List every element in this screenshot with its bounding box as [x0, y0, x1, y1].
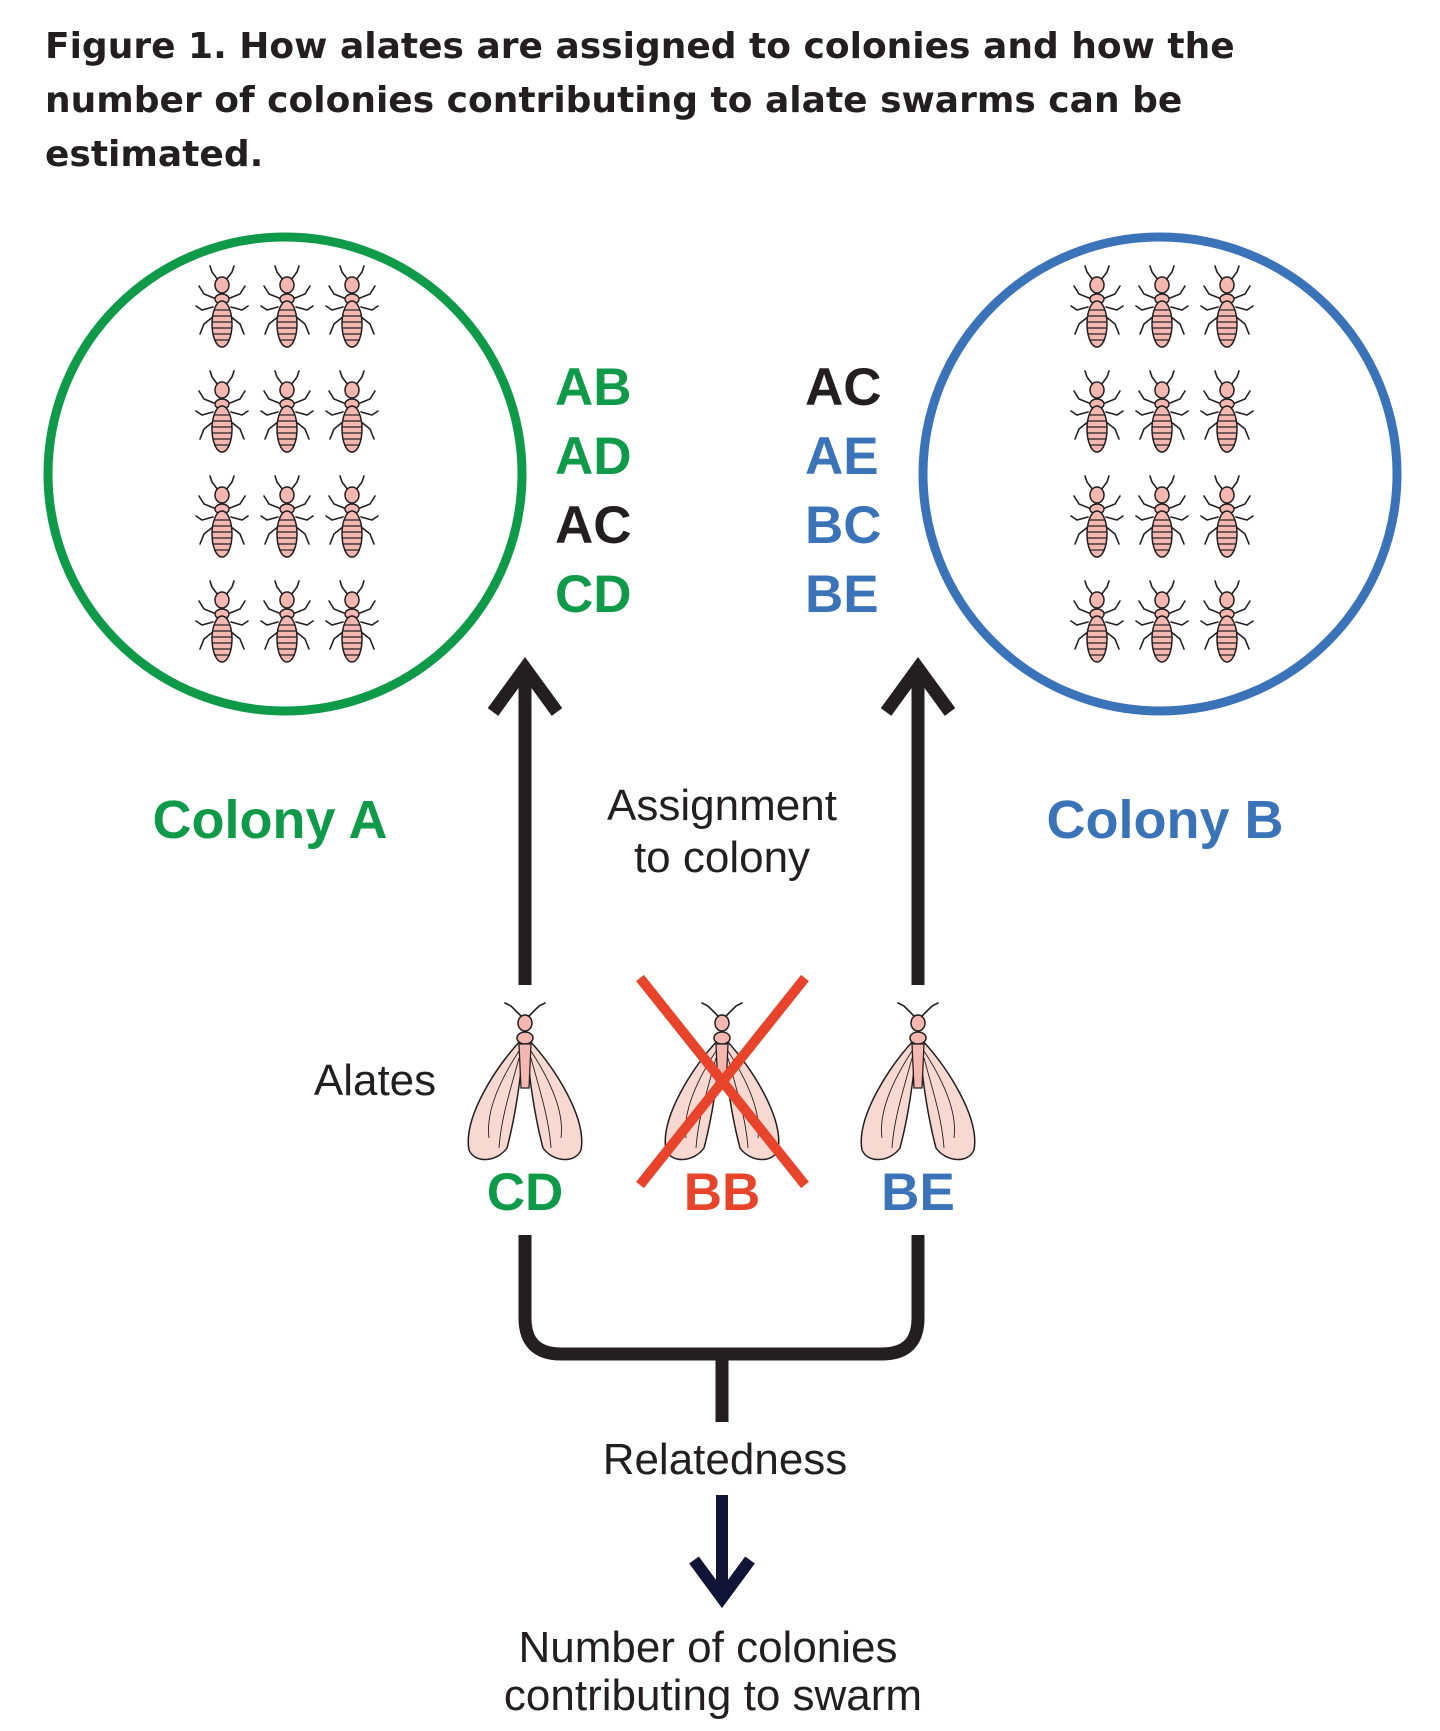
worker-termite-icon [1135, 265, 1189, 348]
colony-a-genotype: AD [555, 427, 632, 486]
cross-mark-icon [636, 974, 809, 1189]
worker-termite-icon [325, 580, 379, 663]
worker-termite-icon [1200, 475, 1254, 558]
arrow-up-icon [487, 656, 563, 985]
worker-termite-icon [1200, 370, 1254, 453]
colony-b-genotype: BE [805, 565, 879, 624]
colony-b-genotype: AE [805, 427, 879, 486]
colony-b-genotype: BC [805, 496, 882, 555]
worker-termite-icon [260, 370, 314, 453]
worker-termite-icon [195, 475, 249, 558]
assignment-label-line-2: to colony [634, 833, 810, 882]
worker-termite-icon [1070, 580, 1124, 663]
worker-termite-icon [1070, 475, 1124, 558]
worker-termite-icon [260, 265, 314, 348]
colony-b-label: Colony B [1047, 790, 1284, 850]
colony-b-workers [1070, 265, 1254, 663]
worker-termite-icon [195, 265, 249, 348]
worker-termite-icon [1135, 475, 1189, 558]
worker-termite-icon [260, 580, 314, 663]
worker-termite-icon [325, 265, 379, 348]
worker-termite-icon [1135, 370, 1189, 453]
relatedness-bracket [518, 1235, 925, 1422]
worker-termite-icon [1200, 265, 1254, 348]
figure-title-line-3: estimated. [45, 134, 263, 175]
alate-termite-icon [467, 1002, 583, 1161]
worker-termite-icon [195, 580, 249, 663]
alate-genotype: BB [684, 1163, 761, 1222]
arrow-up-icon [880, 656, 956, 985]
worker-termite-icon [1070, 370, 1124, 453]
colony-a-label: Colony A [153, 790, 388, 850]
alate-genotype: BE [881, 1163, 955, 1222]
relatedness-label: Relatedness [603, 1435, 848, 1484]
figure-title-line-2: number of colonies contributing to alate… [45, 80, 1182, 121]
worker-termite-icon [1135, 580, 1189, 663]
worker-termite-icon [1070, 265, 1124, 348]
alate-termite-icon [860, 1002, 976, 1161]
alate-genotype: CD [487, 1163, 564, 1222]
colony-b-circle [918, 232, 1402, 716]
arrow-down-icon [689, 1495, 755, 1609]
worker-termite-icon [195, 370, 249, 453]
result-label-line-1: Number of colonies [518, 1623, 897, 1672]
worker-termite-icon [325, 370, 379, 453]
figure-title-line-1: Figure 1. How alates are assigned to col… [45, 26, 1235, 67]
alates-label: Alates [314, 1056, 436, 1105]
colony-b-genotype: AC [805, 358, 882, 417]
colony-a-genotype: AC [555, 496, 632, 555]
worker-termite-icon [325, 475, 379, 558]
colony-a-circle [43, 232, 527, 716]
result-label-line-2: contributing to swarm [504, 1671, 922, 1720]
worker-termite-icon [260, 475, 314, 558]
colony-a-genotype: AB [555, 358, 632, 417]
worker-termite-icon [1200, 580, 1254, 663]
colony-a-genotype: CD [555, 565, 632, 624]
assignment-label-line-1: Assignment [607, 781, 837, 830]
colony-a-workers [195, 265, 379, 663]
